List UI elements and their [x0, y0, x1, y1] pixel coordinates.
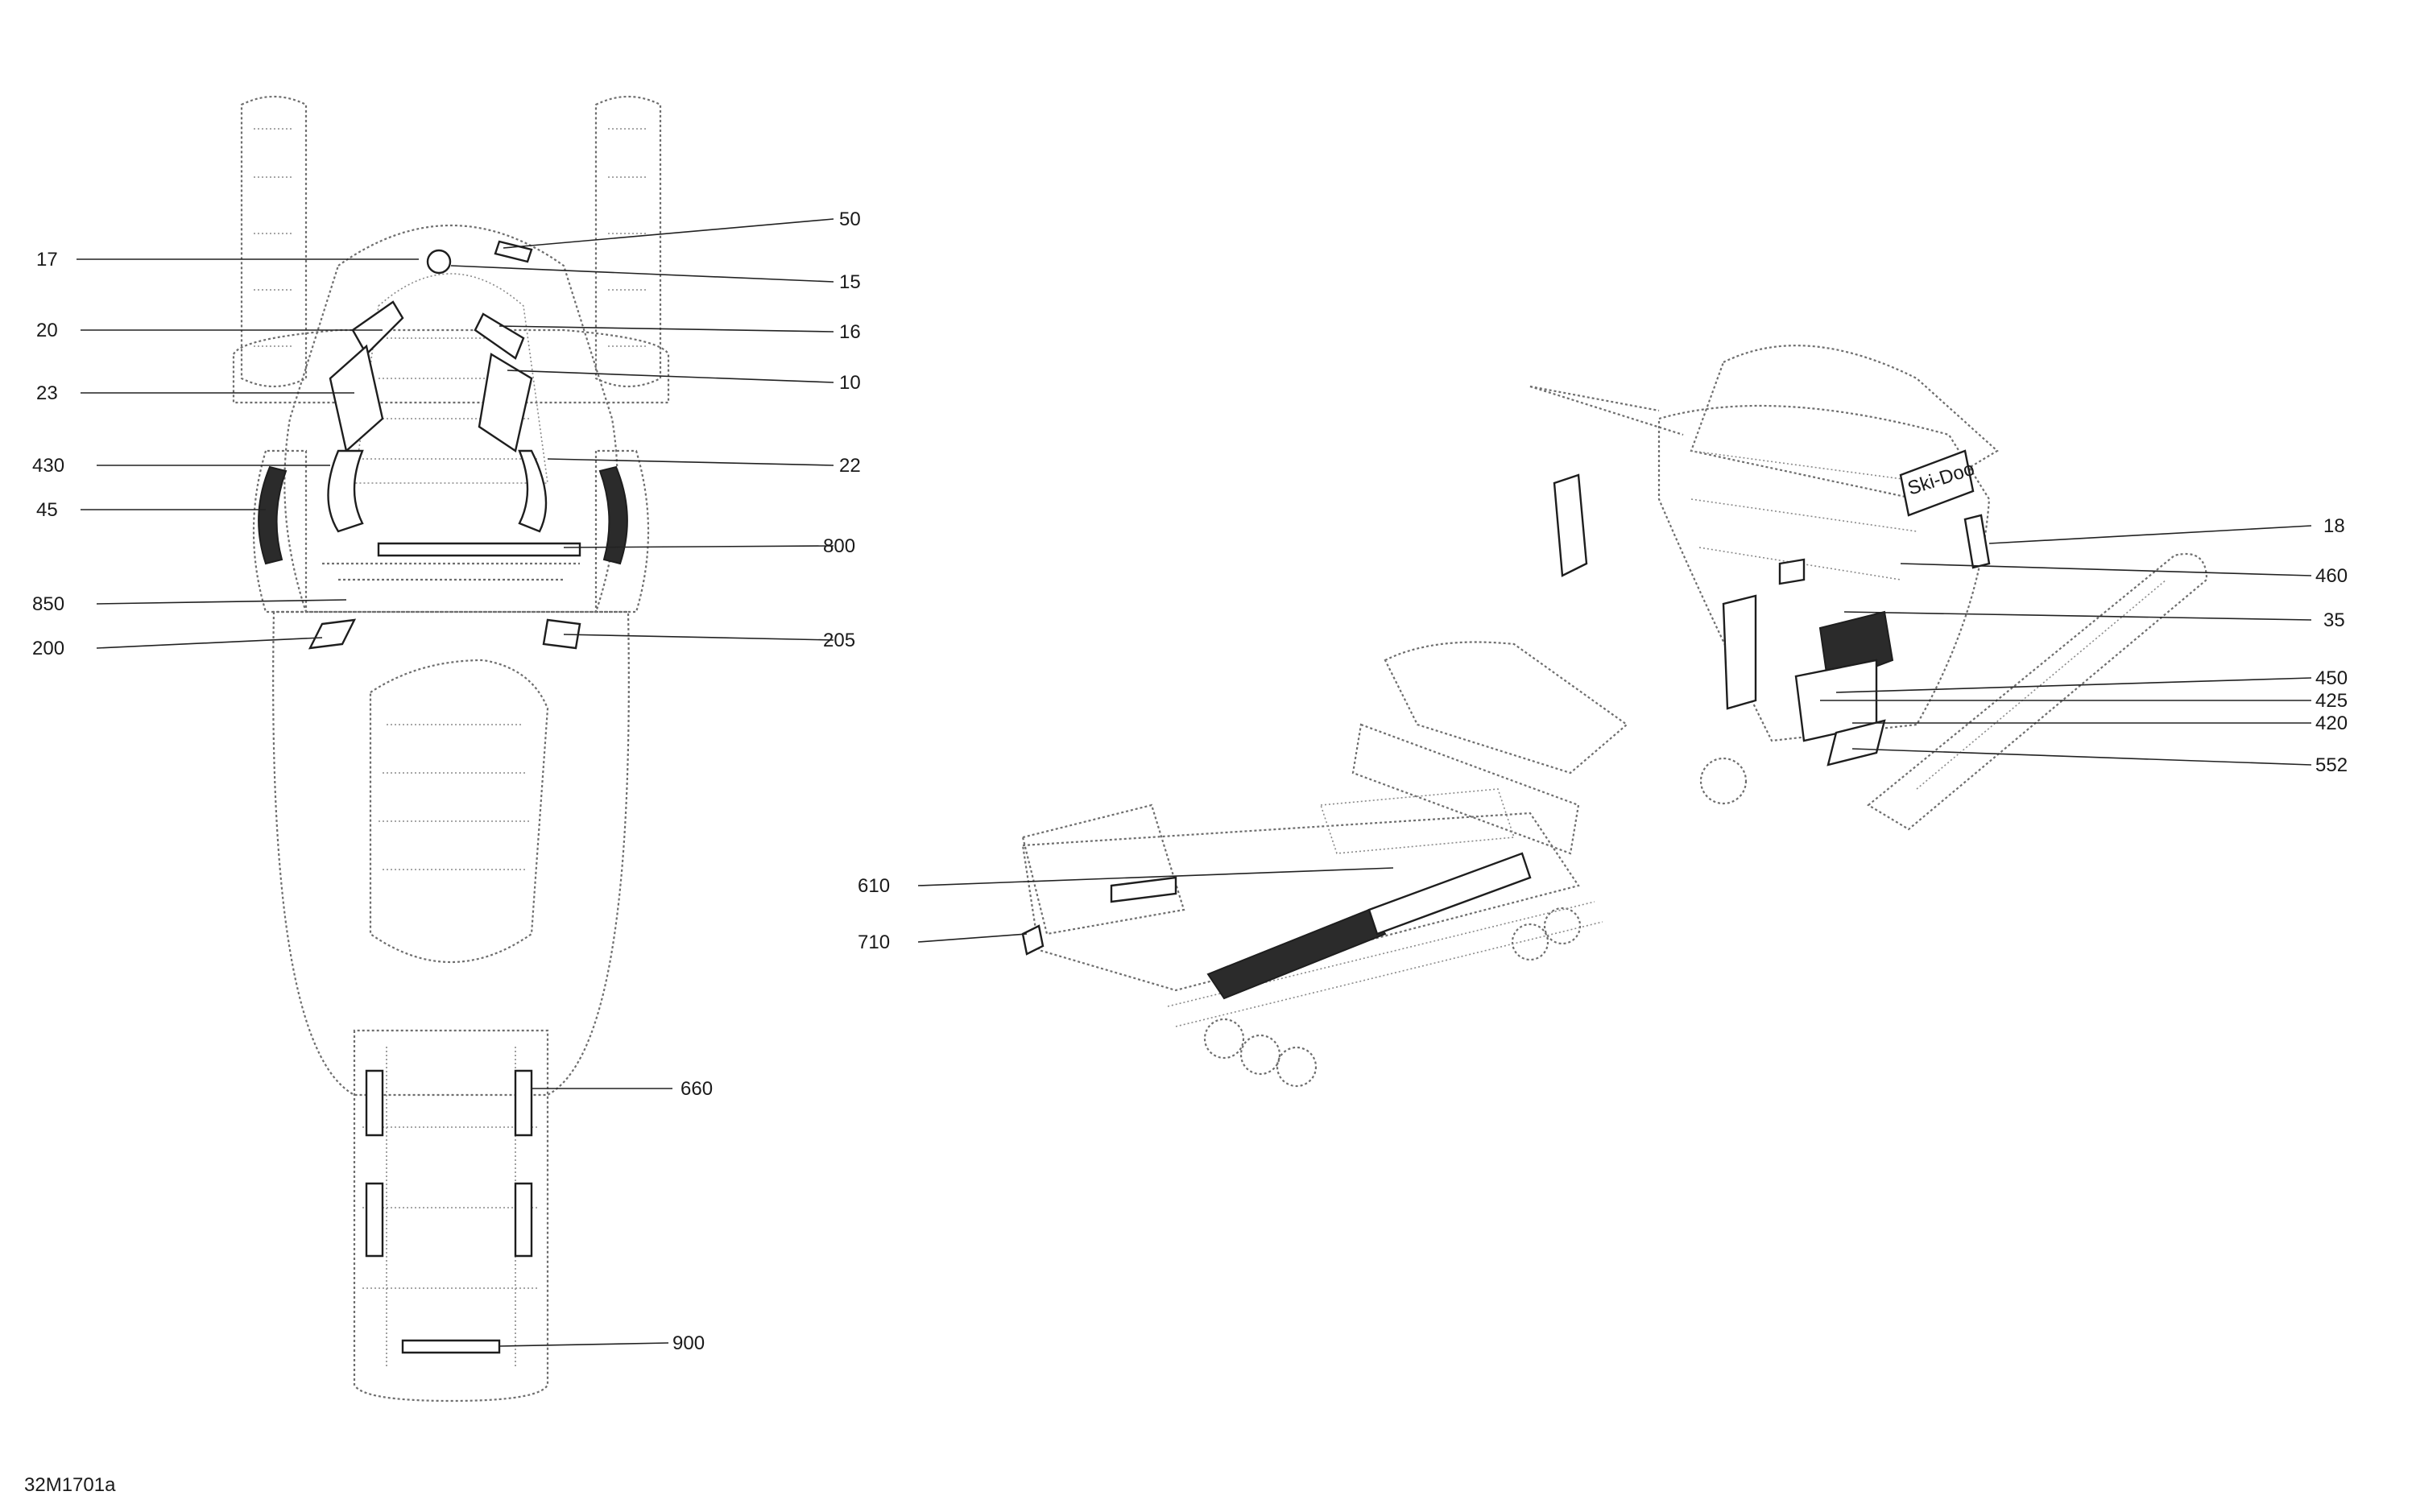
- side-view-callouts: 18 460 35 450 425 420 552 610 710: [858, 515, 2348, 953]
- callout-420: 420: [2315, 713, 2348, 734]
- callout-20: 20: [36, 320, 58, 341]
- top-view-leaders: [77, 218, 834, 1347]
- callout-23: 23: [36, 382, 58, 404]
- callout-200: 200: [32, 638, 64, 659]
- callout-10: 10: [839, 372, 861, 394]
- callout-430: 430: [32, 455, 64, 477]
- top-view-illustration: [232, 95, 670, 1403]
- callout-50: 50: [839, 209, 861, 230]
- callout-710: 710: [858, 932, 890, 953]
- callout-552: 552: [2315, 754, 2348, 776]
- callout-35: 35: [2323, 609, 2345, 631]
- callout-18: 18: [2323, 515, 2345, 537]
- callout-460: 460: [2315, 565, 2348, 587]
- callout-16: 16: [839, 321, 861, 343]
- callout-45: 45: [36, 499, 58, 521]
- figure-reference-code: 32M1701a: [24, 1474, 116, 1496]
- callout-660: 660: [681, 1078, 713, 1100]
- callout-425: 425: [2315, 690, 2348, 712]
- side-view-leaders: [917, 525, 2312, 943]
- callout-205: 205: [823, 630, 855, 651]
- callout-15: 15: [839, 271, 861, 293]
- callout-450: 450: [2315, 667, 2348, 689]
- callout-800: 800: [823, 535, 855, 557]
- callout-610: 610: [858, 875, 890, 897]
- callout-900: 900: [672, 1332, 705, 1354]
- top-view-callouts: 17 20 23 430 45 850 200 50 15 16 10 22 8…: [32, 209, 861, 1354]
- callout-22: 22: [839, 455, 861, 477]
- callout-850: 850: [32, 593, 64, 615]
- callout-17: 17: [36, 249, 58, 271]
- side-view-illustration: Ski-Doo: [1021, 345, 2208, 1088]
